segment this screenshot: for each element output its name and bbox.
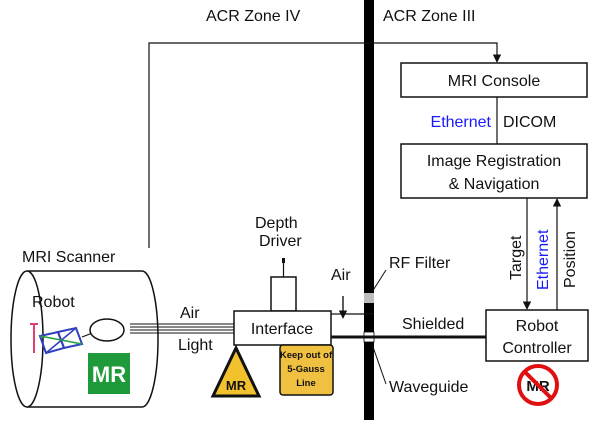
mr-unsafe-badge: MR	[517, 364, 559, 406]
position-label: Position	[562, 231, 579, 288]
svg-text:Keep out of: Keep out of	[280, 350, 333, 361]
target-label: Target	[508, 235, 525, 280]
registration-label-line2: & Navigation	[449, 176, 540, 193]
mri-console-box	[400, 62, 588, 98]
mr-conditional-badge: MR	[210, 344, 262, 398]
zone-iii-label: ACR Zone III	[383, 8, 475, 25]
air-top-label: Air	[331, 267, 351, 284]
registration-box	[400, 143, 588, 199]
robot-label: Robot	[32, 294, 75, 311]
registration-label-line1: Image Registration	[427, 153, 561, 170]
rf-filter-marker	[364, 293, 374, 303]
svg-text:Line: Line	[296, 378, 316, 389]
light-label: Light	[178, 337, 213, 354]
shielded-label: Shielded	[402, 316, 464, 333]
scanner-console-link	[148, 42, 502, 248]
rf-filter-pointer	[371, 269, 387, 293]
controller-label-line2: Controller	[502, 340, 572, 357]
rf-filter-label: RF Filter	[389, 255, 451, 272]
ethernet-horizontal-label: Ethernet	[431, 114, 492, 131]
mr-safe-badge: MR	[88, 353, 130, 394]
waveguide-label: Waveguide	[389, 379, 469, 396]
svg-text:MR: MR	[92, 362, 126, 387]
dicom-label: DICOM	[503, 114, 556, 131]
depth-driver-icon	[270, 258, 297, 312]
depth-driver-label-line1: Depth	[255, 215, 298, 232]
mri-scanner-cylinder	[10, 270, 159, 408]
svg-text:MR: MR	[226, 378, 247, 393]
robot-icon	[30, 318, 125, 355]
zone-iv-label: ACR Zone IV	[206, 8, 301, 25]
interface-label: Interface	[251, 321, 313, 338]
mri-console-label: MRI Console	[448, 73, 541, 90]
zone-wall	[364, 0, 374, 420]
ethernet-vertical-label: Ethernet	[535, 229, 552, 290]
interface-box	[233, 310, 332, 346]
controller-label-line1: Robot	[516, 318, 559, 335]
svg-text:5-Gauss: 5-Gauss	[287, 364, 325, 375]
depth-driver-label-line2: Driver	[259, 233, 302, 250]
air-left-label: Air	[180, 305, 200, 322]
mri-scanner-label: MRI Scanner	[22, 249, 116, 266]
keep-out-sign: Keep out of 5-Gauss Line	[279, 344, 334, 396]
waveguide-pointer	[371, 343, 387, 385]
